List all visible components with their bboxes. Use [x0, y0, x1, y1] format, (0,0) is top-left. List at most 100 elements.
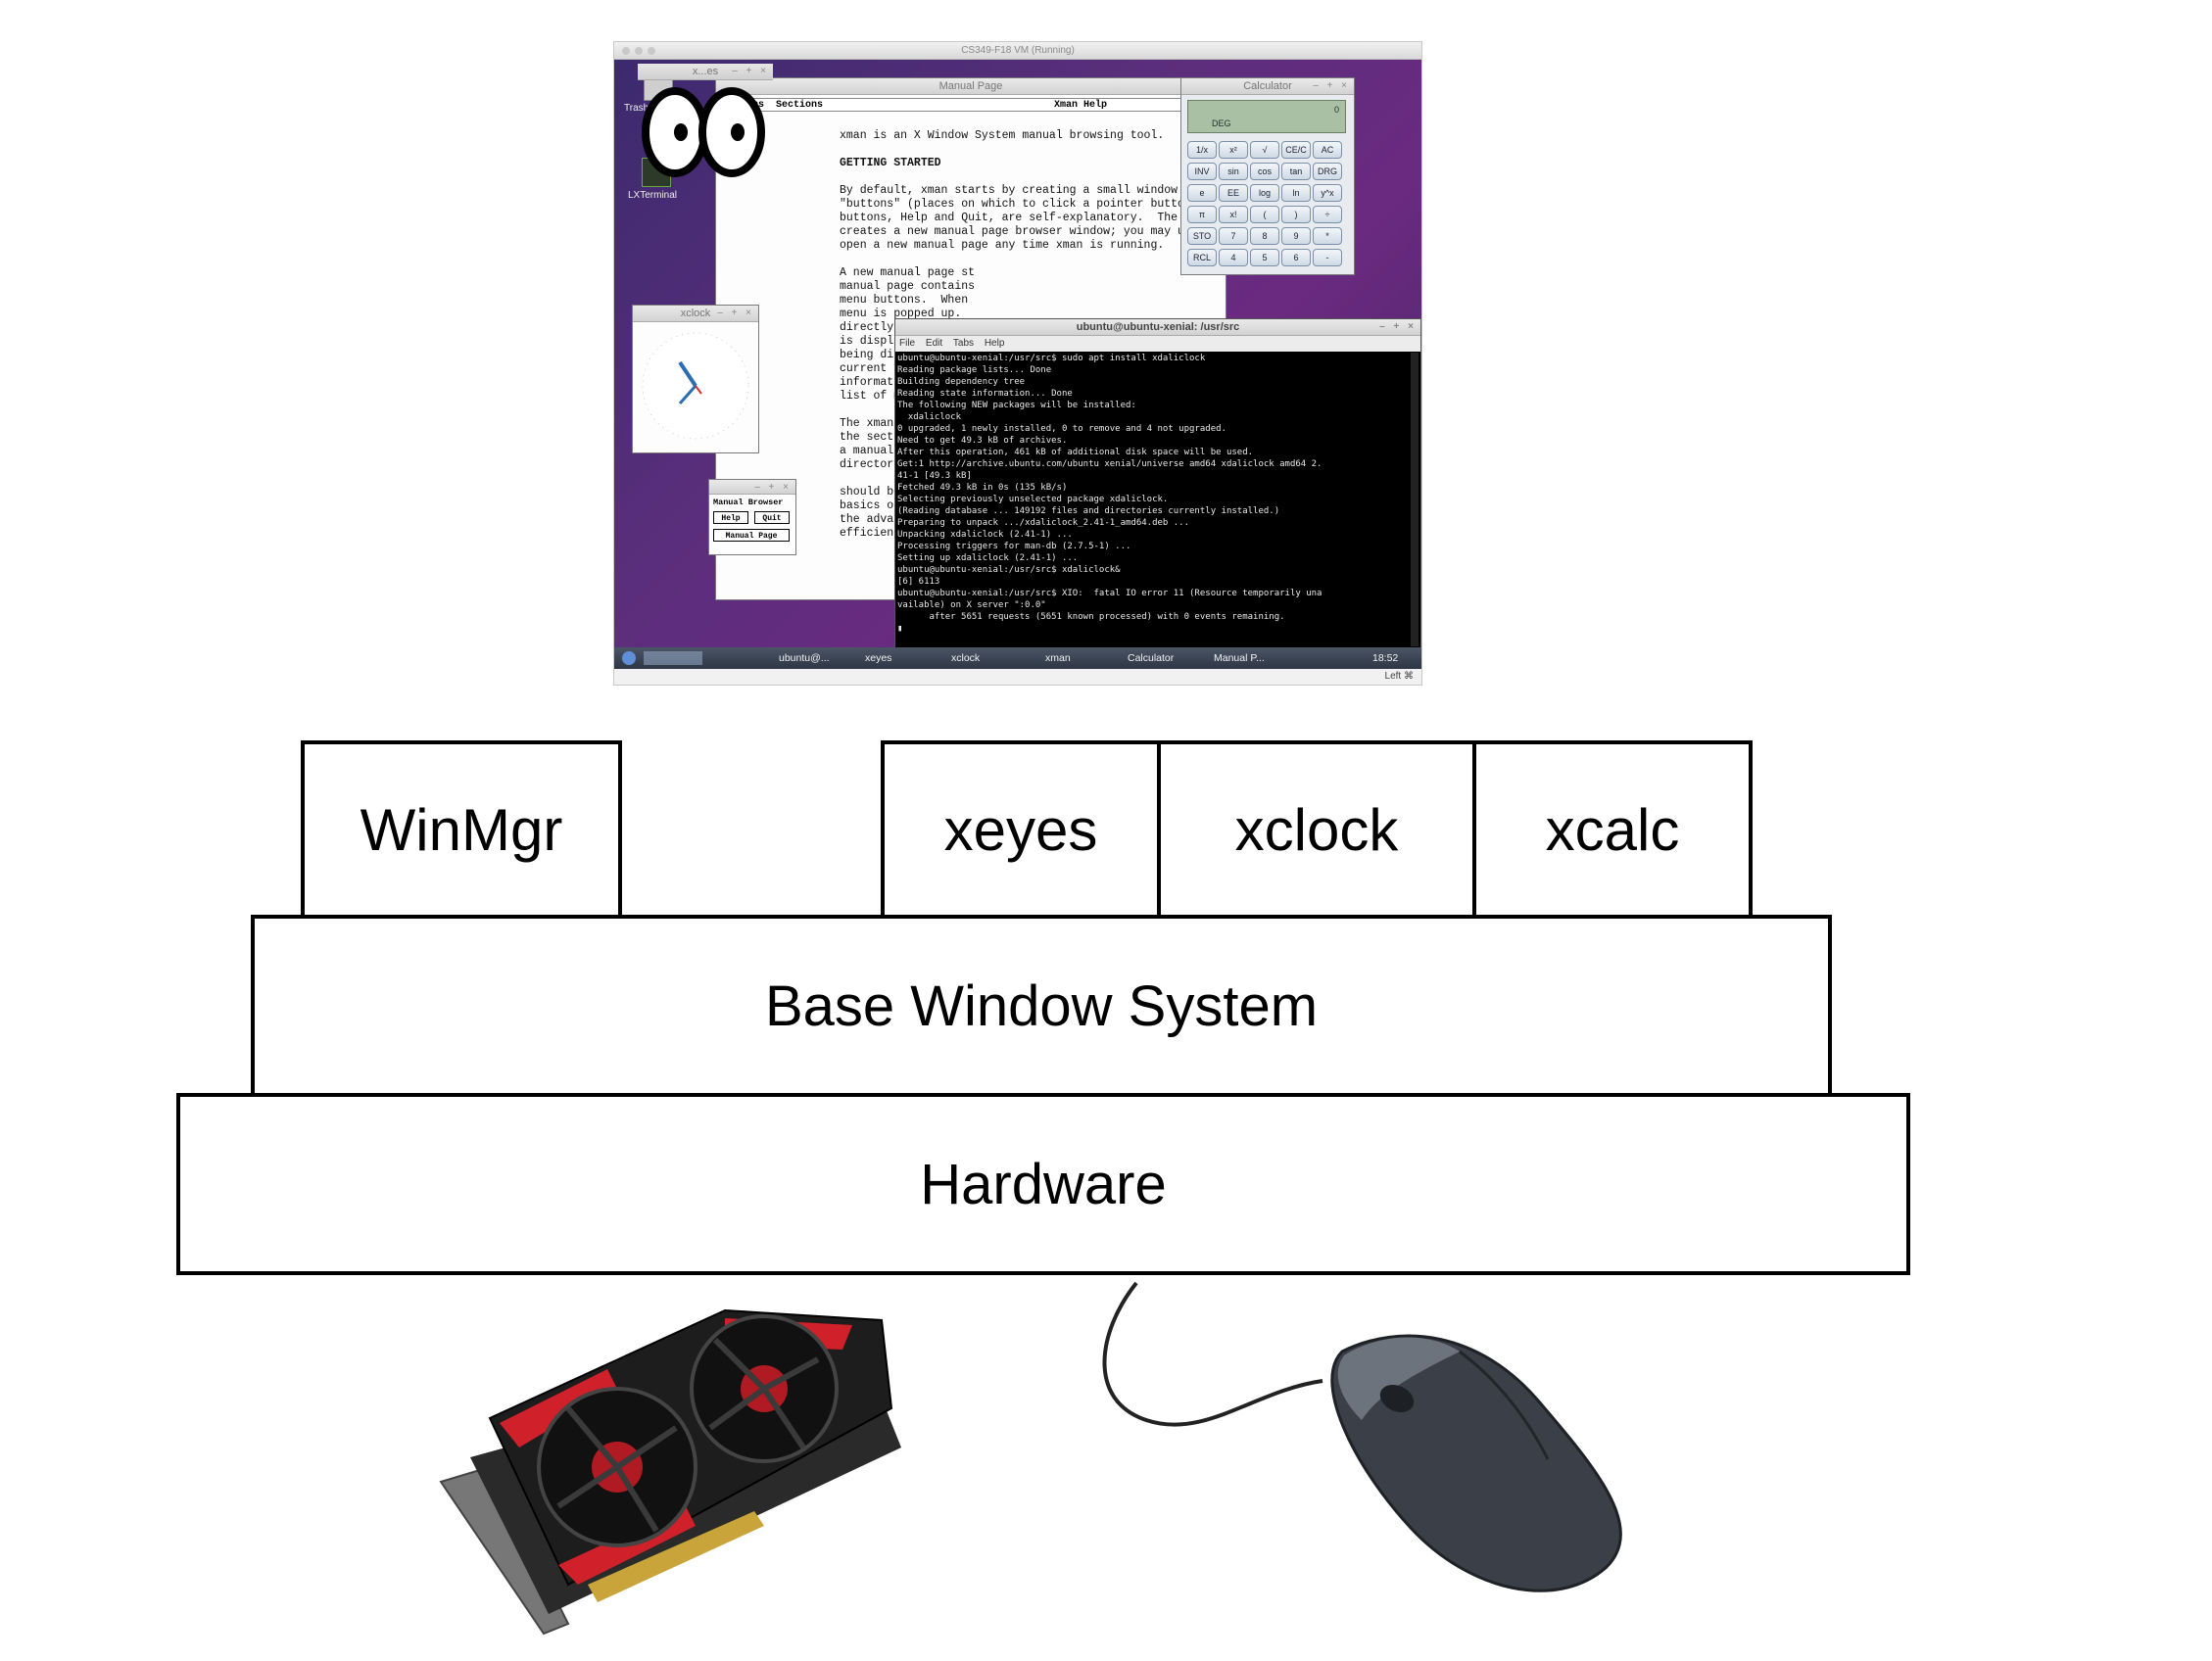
- task-xclock[interactable]: xclock: [951, 652, 981, 664]
- calculator-key[interactable]: CE/C: [1281, 141, 1311, 159]
- xman-title: Manual Page: [938, 80, 1003, 92]
- calculator-key[interactable]: ÷: [1313, 206, 1342, 223]
- calculator-key[interactable]: RCL: [1187, 249, 1217, 266]
- xclock-window: xclock – + ×: [632, 305, 759, 453]
- terminal-line: Get:1 http://archive.ubuntu.com/ubuntu x…: [897, 459, 1322, 469]
- terminal-line: Preparing to unpack .../xdaliclock_2.41-…: [897, 518, 1190, 528]
- calculator-key[interactable]: 6: [1281, 249, 1311, 266]
- calculator-key[interactable]: x²: [1219, 141, 1248, 159]
- terminal-line: The following NEW packages will be insta…: [897, 401, 1136, 410]
- calculator-key[interactable]: y^x: [1313, 184, 1342, 202]
- window-controls-icon[interactable]: – + ×: [1313, 80, 1350, 91]
- calculator-key[interactable]: DRG: [1313, 163, 1342, 180]
- terminal-line: Selecting previously unselected package …: [897, 495, 1169, 504]
- calculator-key[interactable]: (: [1250, 206, 1279, 223]
- calculator-key[interactable]: INV: [1187, 163, 1217, 180]
- manual-browser-titlebar: – + ×: [709, 480, 795, 495]
- xclock-titlebar: xclock – + ×: [633, 306, 758, 322]
- terminal-scrollbar[interactable]: [1411, 353, 1419, 646]
- manual-text-line: menu buttons. When: [840, 294, 976, 307]
- manual-browser-window: – + × Manual Browser Help Quit Manual Pa…: [708, 479, 796, 555]
- manual-text-line: open a new manual page any time xman is …: [840, 239, 1165, 252]
- hardware-label: Hardware: [920, 1152, 1167, 1216]
- terminal-line: Reading state information... Done: [897, 389, 1073, 399]
- xcalc-box: xcalc: [1472, 740, 1753, 919]
- xclock-title: xclock: [680, 308, 711, 319]
- terminal-line: ▮: [897, 624, 903, 634]
- terminal-line: [6] 6113: [897, 577, 940, 587]
- taskbar-clock: 18:52: [1372, 652, 1399, 664]
- hardware-box: Hardware: [176, 1093, 1910, 1275]
- calculator-key[interactable]: log: [1250, 184, 1279, 202]
- calculator-key[interactable]: √: [1250, 141, 1279, 159]
- terminal-output[interactable]: ubuntu@ubuntu-xenial:/usr/src$ sudo apt …: [897, 353, 1407, 646]
- calculator-key[interactable]: EE: [1219, 184, 1248, 202]
- task-calculator[interactable]: Calculator: [1128, 652, 1175, 664]
- menu-edit[interactable]: Edit: [925, 338, 943, 349]
- base-window-system-label: Base Window System: [764, 973, 1319, 1038]
- manual-text-line: "buttons" (places on which to click a po…: [840, 198, 1205, 211]
- calculator-key[interactable]: sin: [1219, 163, 1248, 180]
- calculator-key[interactable]: ): [1281, 206, 1311, 223]
- help-button[interactable]: Help: [713, 511, 748, 524]
- menu-tabs[interactable]: Tabs: [952, 338, 975, 349]
- calculator-key[interactable]: 9: [1281, 227, 1311, 245]
- quit-button[interactable]: Quit: [754, 511, 790, 524]
- terminal-line: 41-1 [49.3 kB]: [897, 471, 972, 481]
- terminal-titlebar: ubuntu@ubuntu-xenial: /usr/src– + ×: [895, 319, 1420, 336]
- terminal-line: Need to get 49.3 kB of archives.: [897, 436, 1068, 446]
- manual-text-line: A new manual page st: [840, 266, 976, 279]
- calculator-key[interactable]: 5: [1250, 249, 1279, 266]
- xeyes-box: xeyes: [881, 740, 1161, 919]
- calculator-key[interactable]: cos: [1250, 163, 1279, 180]
- window-controls-icon[interactable]: – + ×: [1379, 321, 1417, 332]
- manual-page-button[interactable]: Manual Page: [713, 529, 790, 542]
- calculator-key[interactable]: -: [1313, 249, 1342, 266]
- calculator-key[interactable]: 8: [1250, 227, 1279, 245]
- terminal-line: Unpacking xdaliclock (2.41-1) ...: [897, 530, 1073, 540]
- terminal-line: Reading package lists... Done: [897, 365, 1052, 375]
- task-terminal[interactable]: ubuntu@...: [779, 652, 830, 664]
- menu-sections[interactable]: Sections: [776, 100, 824, 111]
- calculator-key[interactable]: x!: [1219, 206, 1248, 223]
- xclock-box: xclock: [1157, 740, 1476, 919]
- terminal-line: Processing triggers for man-db (2.7.5-1)…: [897, 542, 1131, 551]
- vm-screenshot: CS349-F18 VM (Running) Trash LXTerminal …: [613, 41, 1422, 686]
- task-xman[interactable]: xman: [1045, 652, 1071, 664]
- terminal-line: xdaliclock: [897, 412, 962, 422]
- task-manual-page[interactable]: Manual P...: [1214, 652, 1265, 664]
- start-menu-icon[interactable]: [622, 651, 636, 665]
- graphics-card-icon: [439, 1308, 901, 1636]
- task-xeyes[interactable]: xeyes: [865, 652, 892, 664]
- manual-text-line: By default, xman starts by creating a sm…: [840, 184, 1212, 197]
- zoom-dot-icon[interactable]: [648, 47, 655, 55]
- menu-help[interactable]: Help: [984, 338, 1005, 349]
- xman-help-header: Xman Help: [1054, 100, 1108, 111]
- manual-text-line: manual page contains: [840, 280, 976, 293]
- manual-text-line: efficient.: [840, 527, 908, 540]
- calculator-key[interactable]: ln: [1281, 184, 1311, 202]
- computer-mouse-icon: [1102, 1281, 1622, 1592]
- calculator-key[interactable]: AC: [1313, 141, 1342, 159]
- calculator-key[interactable]: e: [1187, 184, 1217, 202]
- calculator-key[interactable]: 1/x: [1187, 141, 1217, 159]
- window-controls-icon[interactable]: – + ×: [717, 308, 754, 318]
- minimize-dot-icon[interactable]: [635, 47, 643, 55]
- window-controls-icon[interactable]: – + ×: [732, 66, 769, 76]
- calculator-key[interactable]: STO: [1187, 227, 1217, 245]
- window-controls-icon[interactable]: – + ×: [754, 482, 792, 493]
- xman-menubar: Options Sections Xman Help: [720, 98, 1220, 112]
- quicklaunch-icon[interactable]: [644, 651, 702, 665]
- manual-text-line: menu is popped up.: [840, 308, 962, 320]
- calculator-key[interactable]: π: [1187, 206, 1217, 223]
- terminal-line: (Reading database ... 149192 files and d…: [897, 506, 1280, 516]
- calculator-key[interactable]: 7: [1219, 227, 1248, 245]
- desktop: Trash LXTerminal Manual Page– + × Option…: [614, 60, 1421, 647]
- menu-file[interactable]: File: [899, 338, 916, 349]
- vm-statusbar: Left ⌘: [614, 669, 1421, 685]
- calculator-key[interactable]: tan: [1281, 163, 1311, 180]
- close-dot-icon[interactable]: [622, 47, 630, 55]
- calculator-key[interactable]: 4: [1219, 249, 1248, 266]
- calculator-key[interactable]: *: [1313, 227, 1342, 245]
